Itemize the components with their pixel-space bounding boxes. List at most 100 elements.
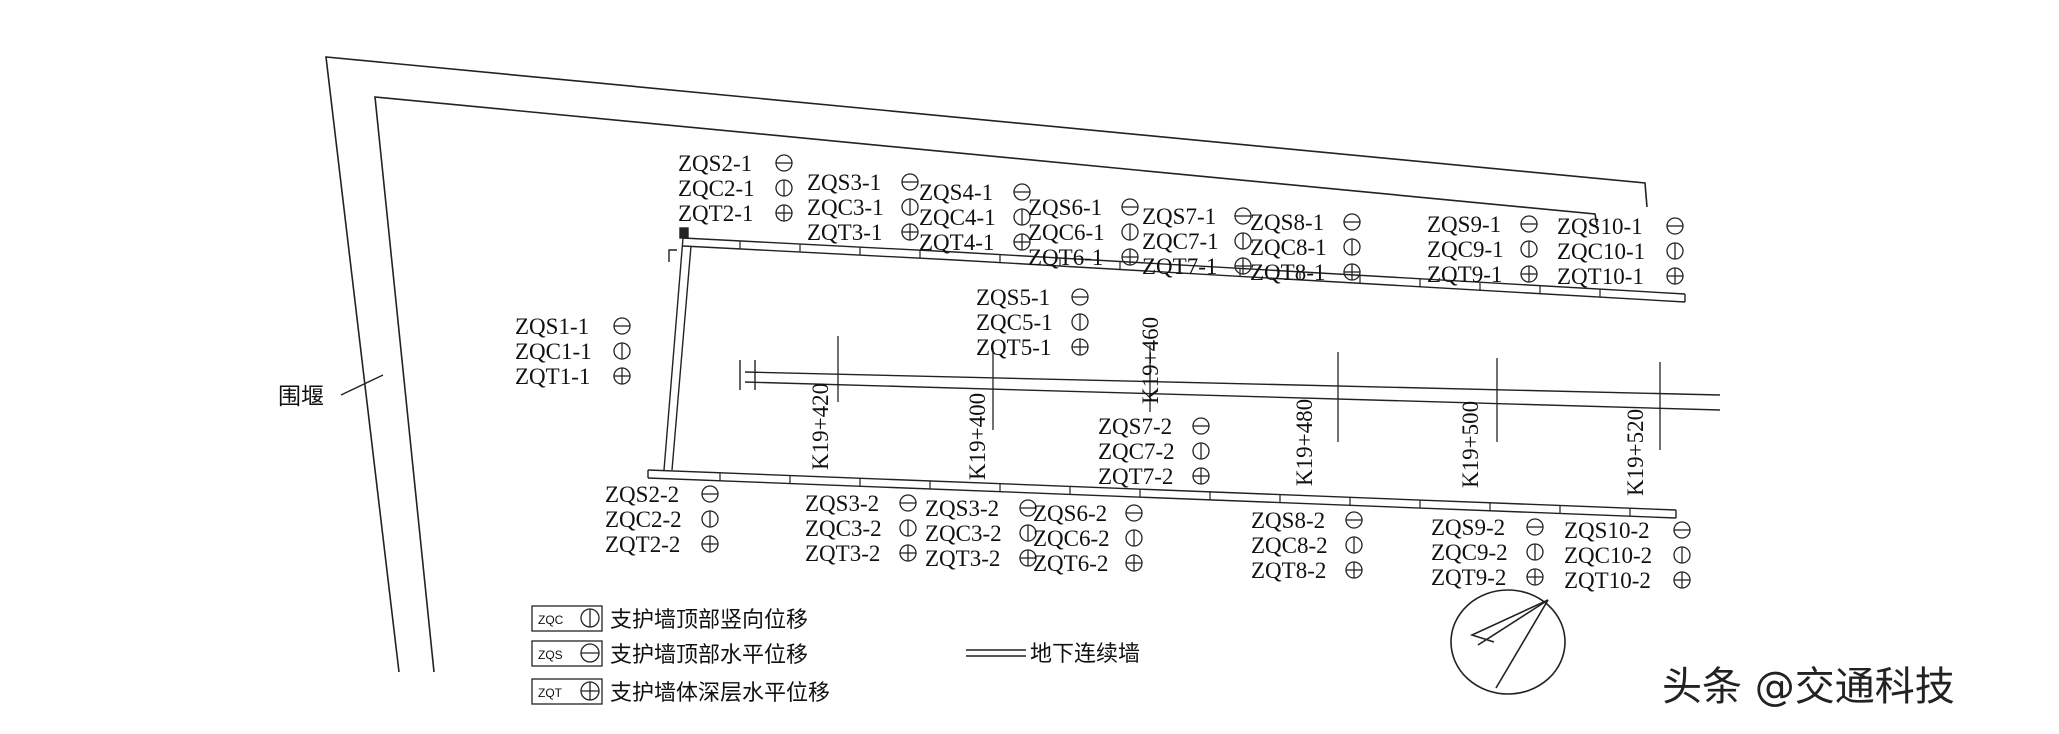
monitoring-point-label: ZQS8-2 — [1251, 508, 1325, 533]
vertical-displacement-symbol-icon — [1125, 529, 1143, 547]
wall-bottom-inner — [647, 477, 1677, 519]
monitoring-point-label: ZQS7-2 — [1098, 414, 1172, 439]
centerline — [739, 360, 1721, 411]
monitoring-point-label: ZQC7-1 — [1142, 229, 1219, 254]
wall-top-inner — [682, 245, 1686, 303]
horizontal-displacement-symbol-icon — [1019, 499, 1037, 517]
monitoring-point-label: ZQT3-2 — [925, 546, 1000, 571]
monitoring-point-label: ZQS5-1 — [976, 285, 1050, 310]
legend-label: 支护墙顶部水平位移 — [610, 643, 808, 668]
horizontal-displacement-symbol-icon — [1520, 215, 1538, 233]
monitoring-point-label: ZQT2-1 — [678, 201, 753, 226]
wall-notch-left — [668, 249, 677, 262]
horizontal-displacement-symbol-icon — [1343, 213, 1361, 231]
deep-displacement-symbol-icon — [1234, 257, 1252, 275]
vertical-displacement-symbol-icon — [1192, 442, 1210, 460]
horizontal-displacement-symbol-icon — [1071, 288, 1089, 306]
monitoring-point-label: ZQT4-1 — [919, 230, 994, 255]
monitoring-point-label: ZQC2-2 — [605, 507, 682, 532]
monitoring-point-label: ZQC3-2 — [805, 516, 882, 541]
monitoring-point-label: ZQT10-1 — [1557, 264, 1644, 289]
vertical-displacement-symbol-icon — [1345, 536, 1363, 554]
cofferdam-outer-line — [325, 56, 1648, 673]
station-label: K19+400 — [965, 393, 990, 480]
legend-label: 地下连续墙 — [1030, 642, 1140, 667]
legend-item-wall: 地下连续墙 — [966, 642, 1140, 667]
horizontal-displacement-symbol-icon — [580, 643, 600, 663]
svg-text:ZQS: ZQS — [538, 648, 563, 662]
monitoring-point-label: ZQC1-1 — [515, 339, 592, 364]
deep-displacement-symbol-icon — [1019, 549, 1037, 567]
legend-label: 支护墙体深层水平位移 — [610, 681, 830, 706]
monitoring-point-label: ZQT8-2 — [1251, 558, 1326, 583]
vertical-displacement-symbol-icon — [613, 342, 631, 360]
monitoring-point-label: ZQS6-2 — [1033, 501, 1107, 526]
monitoring-point-label: ZQS10-2 — [1564, 518, 1650, 543]
monitoring-point-label: ZQT8-1 — [1250, 260, 1325, 285]
legend-label: 支护墙顶部竖向位移 — [610, 608, 808, 633]
station-label: K19+520 — [1623, 409, 1648, 496]
monitoring-point-label: ZQT9-2 — [1431, 565, 1506, 590]
deep-displacement-symbol-icon — [1192, 467, 1210, 485]
monitoring-point-label: ZQS9-2 — [1431, 515, 1505, 540]
vertical-displacement-symbol-icon — [1526, 543, 1544, 561]
monitoring-point-label: ZQC7-2 — [1098, 439, 1175, 464]
vertical-displacement-symbol-icon — [580, 608, 600, 628]
deep-displacement-symbol-icon — [701, 535, 719, 553]
vertical-displacement-symbol-icon — [1343, 238, 1361, 256]
monitoring-point-label: ZQC9-1 — [1427, 237, 1504, 262]
deep-displacement-symbol-icon — [1121, 248, 1139, 266]
monitoring-point-label: ZQT6-2 — [1033, 551, 1108, 576]
deep-displacement-symbol-icon — [1343, 263, 1361, 281]
horizontal-displacement-symbol-icon — [901, 173, 919, 191]
vertical-displacement-symbol-icon — [701, 510, 719, 528]
station-ticks — [837, 336, 1661, 450]
monitoring-point-label: ZQC10-1 — [1557, 239, 1645, 264]
wall-left-inner — [671, 245, 692, 471]
wall-left-outer — [663, 237, 684, 471]
monitoring-point-label: ZQT7-2 — [1098, 464, 1173, 489]
monitoring-point-label: ZQT6-1 — [1028, 245, 1103, 270]
monitoring-point-label: ZQS3-2 — [925, 496, 999, 521]
wall-corner-block — [679, 227, 689, 239]
monitoring-point-label: ZQC2-1 — [678, 176, 755, 201]
station-label: K19+480 — [1292, 399, 1317, 486]
cofferdam — [325, 56, 1648, 673]
deep-displacement-symbol-icon — [899, 544, 917, 562]
legend: ZQC 支护墙顶部竖向位移 ZQS 支护墙顶部水平位移 ZQT — [531, 605, 1140, 706]
monitoring-point-label: ZQC6-2 — [1033, 526, 1110, 551]
monitoring-point-label: ZQC9-2 — [1431, 540, 1508, 565]
horizontal-displacement-symbol-icon — [613, 317, 631, 335]
vertical-displacement-symbol-icon — [775, 179, 793, 197]
horizontal-displacement-symbol-icon — [1673, 521, 1691, 539]
station-labels: K19+420 K19+400 K19+460 K19+480 K19+500 … — [808, 317, 1648, 496]
vertical-displacement-symbol-icon — [901, 198, 919, 216]
watermark: 头条 @交通科技 — [1662, 664, 1955, 710]
deep-displacement-symbol-icon — [775, 204, 793, 222]
station-label: K19+420 — [808, 383, 833, 470]
monitoring-point-label: ZQC6-1 — [1028, 220, 1105, 245]
vertical-displacement-symbol-icon — [1013, 208, 1031, 226]
deep-displacement-symbol-icon — [580, 681, 600, 701]
deep-displacement-symbol-icon — [1673, 571, 1691, 589]
monitoring-point-label: ZQT2-2 — [605, 532, 680, 557]
deep-displacement-symbol-icon — [1071, 338, 1089, 356]
horizontal-displacement-symbol-icon — [1234, 207, 1252, 225]
cofferdam-inner-line — [374, 96, 1598, 673]
monitoring-point-label: ZQS8-1 — [1250, 210, 1324, 235]
wall-bottom-outer — [647, 469, 1677, 511]
cofferdam-leader — [340, 374, 384, 396]
